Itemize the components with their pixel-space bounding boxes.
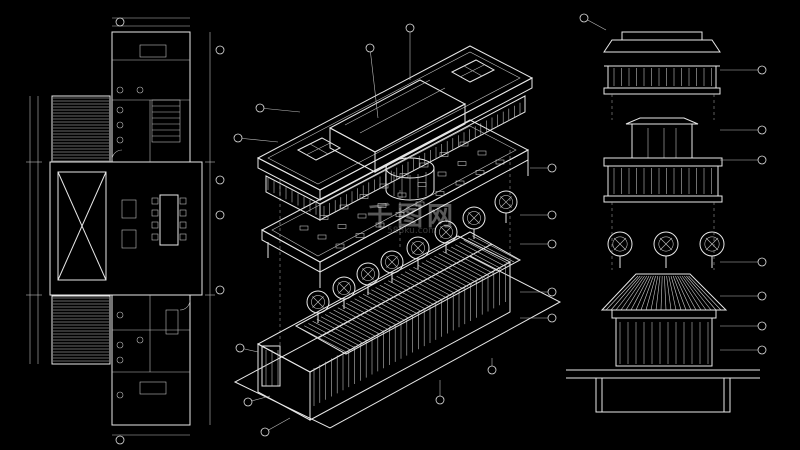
- roof-level: [256, 45, 534, 221]
- elevation-stack: [566, 13, 767, 413]
- elevation-bottom: [566, 273, 760, 413]
- chairs-meeting: [151, 197, 187, 241]
- ground-level: [233, 231, 562, 429]
- elevation-top: [603, 31, 721, 95]
- elevation-middle: [603, 117, 723, 203]
- veranda-top: [51, 95, 111, 163]
- exploded-axonometric: [233, 23, 562, 437]
- atrium: [57, 171, 107, 281]
- veranda-top-hatch: [53, 97, 109, 162]
- stair-top: [151, 99, 181, 143]
- veranda-bottom: [51, 295, 111, 365]
- veranda-bottom-hatch: [53, 297, 109, 362]
- meeting-table: [159, 194, 179, 246]
- middle-level: [260, 119, 530, 288]
- chairs-left: [116, 86, 144, 399]
- floor-plan: [26, 17, 225, 445]
